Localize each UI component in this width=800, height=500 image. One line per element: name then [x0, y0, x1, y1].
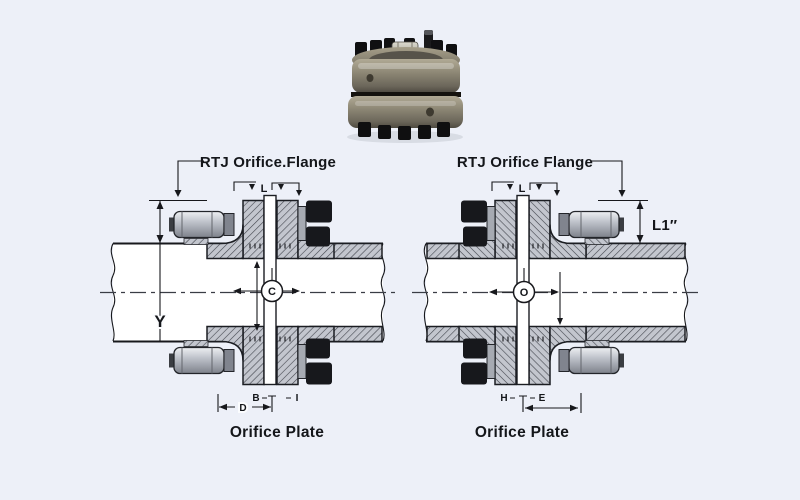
photo-bottom-bolts [358, 122, 450, 140]
pipe-wall-section [585, 325, 686, 343]
left-dim-c-label: C [268, 286, 276, 298]
left-dim-c: C [233, 261, 300, 331]
left-dim-l: L [233, 181, 302, 196]
right-drawing: RTJ Orifice Flange L L1″ O H E [412, 154, 700, 441]
photo-vent-cap [424, 30, 433, 35]
left-title-leader [177, 160, 204, 192]
right-dim-o-balloon [512, 280, 536, 304]
left-caption: Orifice Plate [230, 424, 324, 441]
right-title: RTJ Orifice Flange [457, 154, 593, 171]
left-dim-l-label: L [261, 183, 268, 195]
arrowhead [174, 190, 182, 197]
left-dim-d-label: D [239, 403, 246, 414]
photo-highlight [358, 63, 454, 69]
pipe-break-right [380, 243, 386, 342]
pipe-break-right [683, 243, 689, 342]
pipe-break-left [423, 243, 429, 342]
photo-side-hole [426, 107, 434, 117]
left-dim-y-label: Y [154, 312, 166, 331]
left-dim-i-label: I [296, 393, 299, 404]
right-dim-o: O [489, 268, 563, 325]
left-title: RTJ Orifice.Flange [200, 154, 336, 171]
right-dim-e-label: E [539, 393, 546, 404]
pipe-break-left [110, 243, 116, 342]
left-dim-y: Y [149, 199, 207, 342]
left-drawing: RTJ Orifice.Flange L Y C B I [100, 154, 396, 441]
right-dim-h-label: H [500, 393, 507, 404]
left-dim-c-balloon [260, 279, 284, 303]
left-dim-b-label: B [252, 393, 259, 404]
arrowhead [618, 190, 626, 197]
right-dim-l-label: L [519, 183, 526, 195]
right-dim-l1: L1″ [598, 199, 677, 244]
right-dim-o-label: O [520, 287, 529, 299]
photo-body-gap [351, 92, 461, 97]
pipe-wall-section [585, 242, 686, 260]
pipe-wall-section [426, 325, 461, 343]
right-caption: Orifice Plate [475, 424, 569, 441]
pipe-bore [113, 243, 383, 342]
right-title-leader [590, 160, 623, 192]
right-dim-l1-label: L1″ [652, 217, 677, 234]
pipe-wall-section [426, 242, 461, 260]
right-dim-l: L [491, 181, 560, 196]
photo-upper-flange [352, 59, 460, 93]
product-photo [347, 30, 463, 143]
photo-highlight [355, 101, 456, 106]
right-dim-he: H E [500, 393, 582, 413]
left-dim-bid: B I D [217, 393, 299, 416]
photo-side-hole [366, 74, 374, 82]
photo-lower-flange [348, 96, 463, 128]
